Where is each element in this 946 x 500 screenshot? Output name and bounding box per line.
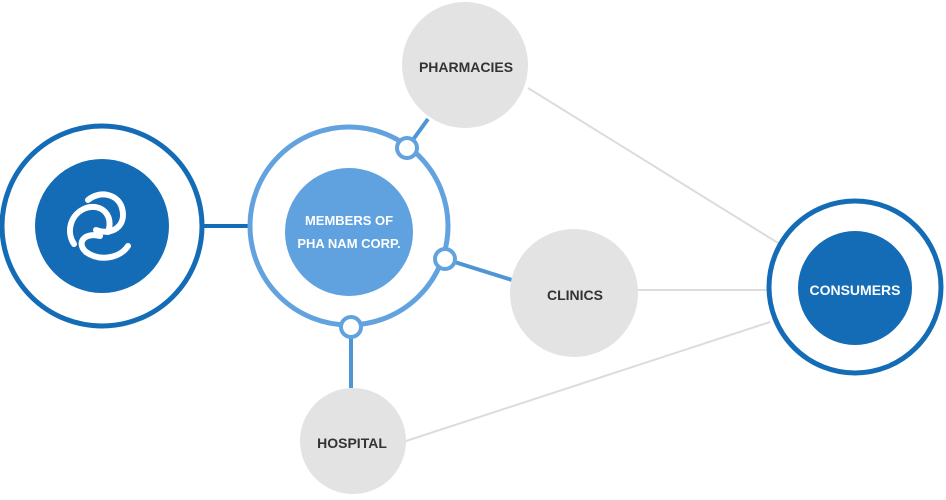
connector-dot-clinics xyxy=(433,247,457,271)
consumers-disc xyxy=(798,231,912,345)
pharmacies-label: PHARMACIES xyxy=(419,59,513,75)
hospital-node: HOSPITAL xyxy=(300,388,406,494)
connector-dot-pharmacies xyxy=(395,136,419,160)
members-disc xyxy=(285,168,413,296)
consumers-node: CONSUMERS xyxy=(766,198,944,376)
pharmacies-node: PHARMACIES xyxy=(402,2,528,128)
line-pharmacies-consumers xyxy=(527,87,779,244)
logo-node xyxy=(0,123,205,329)
line-hospital-consumers xyxy=(405,321,771,442)
members-label-line2: PHA NAM CORP. xyxy=(297,236,400,251)
clinics-disc xyxy=(510,229,638,357)
pharmacies-disc xyxy=(402,2,528,128)
members-node: MEMBERS OF PHA NAM CORP. xyxy=(247,124,451,328)
members-label-line1: MEMBERS OF xyxy=(305,213,393,228)
connector-dot-hospital xyxy=(339,315,363,339)
clinics-label: CLINICS xyxy=(547,287,603,303)
hospital-disc xyxy=(300,388,406,494)
hospital-label: HOSPITAL xyxy=(317,435,387,451)
company-logo-icon xyxy=(67,191,131,261)
logo-disc xyxy=(35,159,169,293)
clinics-node: CLINICS xyxy=(510,229,638,357)
consumers-label: CONSUMERS xyxy=(809,282,900,298)
